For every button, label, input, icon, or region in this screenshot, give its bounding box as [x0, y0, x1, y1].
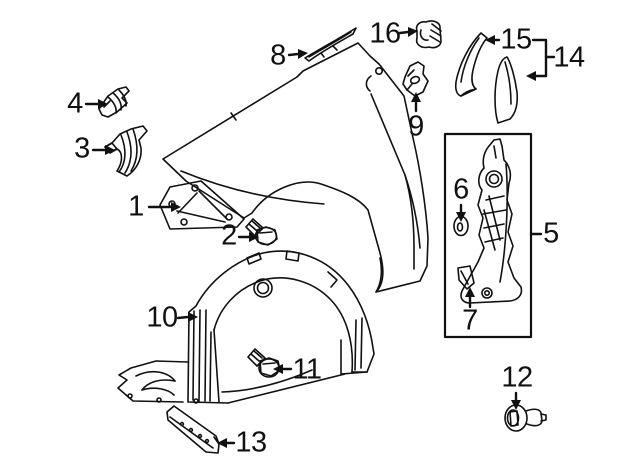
fender-panel-drawing [162, 42, 429, 293]
callout-4[interactable]: 4 [67, 87, 83, 120]
pad-drawing [457, 265, 475, 290]
apron-assembly-drawing [460, 138, 523, 304]
clip-16-drawing [415, 20, 442, 49]
sail-panel-drawing [494, 56, 519, 124]
callout-16[interactable]: 16 [369, 17, 401, 50]
callout-8[interactable]: 8 [270, 39, 286, 72]
callout-3[interactable]: 3 [74, 132, 90, 165]
callout-10[interactable]: 10 [146, 301, 178, 334]
molding-strip-drawing [304, 27, 357, 62]
pillar-molding-drawing [454, 32, 488, 97]
callout-9[interactable]: 9 [408, 110, 424, 143]
callout-15[interactable]: 15 [500, 23, 532, 56]
bolt-11-drawing [247, 348, 281, 378]
callout-11[interactable]: 11 [292, 353, 322, 386]
callout-14[interactable]: 14 [553, 41, 585, 74]
callout-5[interactable]: 5 [543, 217, 559, 250]
callout-arrows [84, 27, 556, 448]
callout-13[interactable]: 13 [235, 426, 267, 459]
bracket-9-drawing [402, 61, 429, 97]
callout-1[interactable]: 1 [128, 190, 144, 223]
inset-box [443, 132, 533, 339]
callout-2[interactable]: 2 [221, 219, 237, 252]
callout-6[interactable]: 6 [453, 173, 469, 206]
clip-12-drawing [504, 404, 547, 432]
bracket-3-drawing [104, 125, 148, 177]
seal-strip-drawing [166, 405, 220, 454]
callout-12[interactable]: 12 [501, 361, 533, 394]
callout-7[interactable]: 7 [462, 304, 478, 337]
fender-mounting-plate-drawing [159, 180, 245, 230]
fender-liner-drawing [117, 250, 375, 404]
